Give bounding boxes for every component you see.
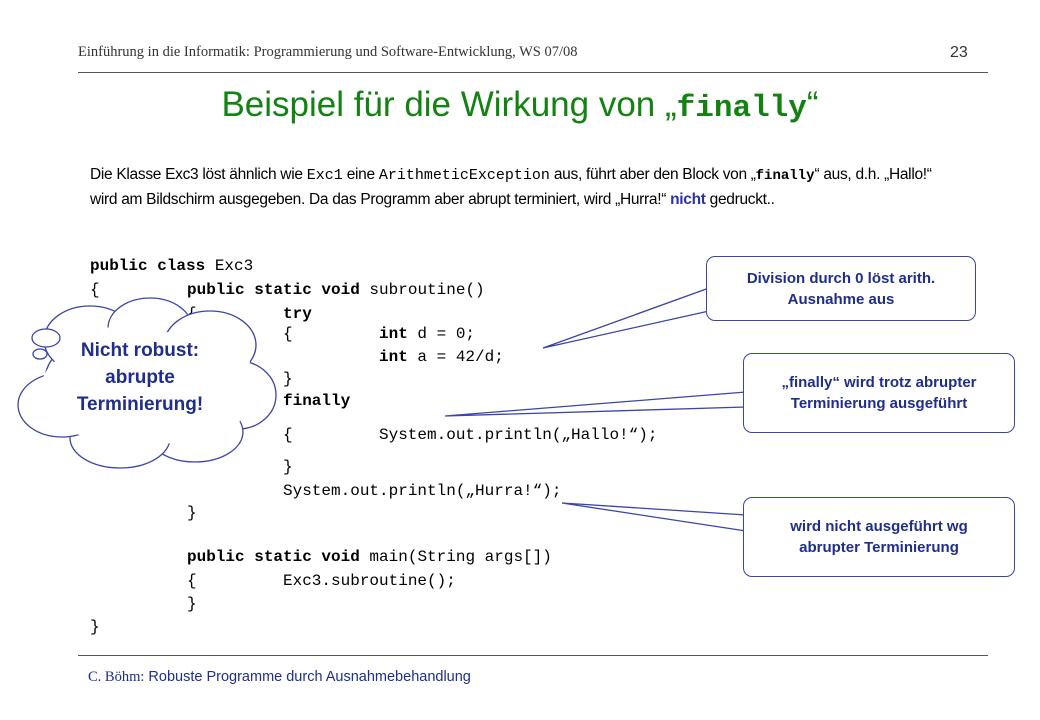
cloud-annotation: Nicht robust: abrupte Terminierung!: [40, 337, 240, 418]
code-line-5: int a = 42/d;: [379, 348, 504, 366]
code-line-12: public static void main(String args[]): [187, 548, 552, 566]
code-line-8-brace: {: [283, 426, 293, 444]
code-line-4: int d = 0;: [379, 325, 476, 343]
code-line-8: System.out.println(„Hallo!“);: [379, 426, 658, 444]
code-line-15: }: [90, 618, 100, 636]
code-line-2-brace: {: [90, 281, 100, 299]
cloud-line-2: abrupte: [105, 367, 175, 388]
title-prefix: Beispiel für die Wirkung von „: [221, 85, 677, 124]
callout-1-line-2: Ausnahme aus: [787, 290, 895, 308]
code-line-14: }: [187, 595, 197, 613]
intro-code-exc1: Exc1: [306, 167, 343, 184]
intro-highlight-nicht: nicht: [670, 191, 706, 208]
code-line-3: try: [283, 305, 312, 323]
code-line-6-brace: }: [283, 370, 293, 388]
intro-text-4: “ aus, d.h. „Hallo!“ wird am Bildschirm …: [90, 166, 932, 208]
footer-author: C. Böhm:: [88, 669, 145, 685]
callout-3-pointer: [561, 502, 747, 532]
footer-text: Robuste Programme durch Ausnahmebehandlu…: [144, 669, 471, 685]
intro-text-3: aus, führt aber den Block von „: [549, 166, 756, 183]
callout-3-line-2: abrupter Terminierung: [799, 539, 959, 556]
slide-title: Beispiel für die Wirkung von „finally“: [0, 82, 1040, 132]
code-line-2: public static void subroutine(): [187, 281, 485, 299]
code-line-4-brace: {: [283, 325, 293, 343]
header-rule: [78, 72, 988, 73]
callout-1-line-1: Division durch 0 löst arith.: [746, 269, 936, 287]
callout-2-line-2: Terminierung ausgeführt: [790, 395, 968, 412]
course-header: Einführung in die Informatik: Programmie…: [78, 44, 578, 60]
intro-code-exception: ArithmeticException: [378, 167, 550, 184]
callout-division-by-zero: Division durch 0 löst arith. Ausnahme aus: [706, 256, 976, 321]
code-line-11: }: [187, 504, 197, 522]
code-line-13-brace: {: [187, 572, 197, 590]
cloud-shape: [17, 297, 277, 469]
intro-text-2: eine: [342, 166, 379, 183]
callout-1-pointer: [542, 287, 710, 349]
footer: C. Böhm: Robuste Programme durch Ausnahm…: [88, 669, 471, 686]
code-line-7: finally: [283, 392, 351, 410]
code-line-1: public class Exc3: [90, 257, 254, 275]
callout-3-line-1: wird nicht ausgeführt wg: [790, 518, 968, 535]
cloud-line-1: Nicht robust:: [80, 340, 200, 361]
cloud-line-3: Terminierung!: [76, 394, 204, 415]
intro-paragraph: Die Klasse Exc3 löst ähnlich wie Exc1 ei…: [90, 163, 960, 211]
page-number: 23: [950, 44, 968, 61]
footer-rule: [78, 655, 988, 656]
intro-text-1: Die Klasse Exc3 löst ähnlich wie: [90, 166, 307, 183]
title-keyword: finally: [676, 91, 807, 126]
code-line-13: Exc3.subroutine();: [283, 572, 456, 590]
code-line-9-brace: }: [283, 458, 293, 476]
callout-not-executed: wird nicht ausgeführt wg abrupter Termini…: [743, 497, 1015, 577]
code-line-10: System.out.println(„Hurra!“);: [283, 482, 562, 500]
callout-2-pointer: [444, 391, 747, 417]
intro-code-finally: finally: [755, 168, 815, 184]
title-suffix: “: [806, 85, 819, 124]
intro-text-5: gedruckt..: [705, 191, 775, 208]
callout-2-line-1: „finally“ wird trotz abrupter: [781, 374, 977, 391]
